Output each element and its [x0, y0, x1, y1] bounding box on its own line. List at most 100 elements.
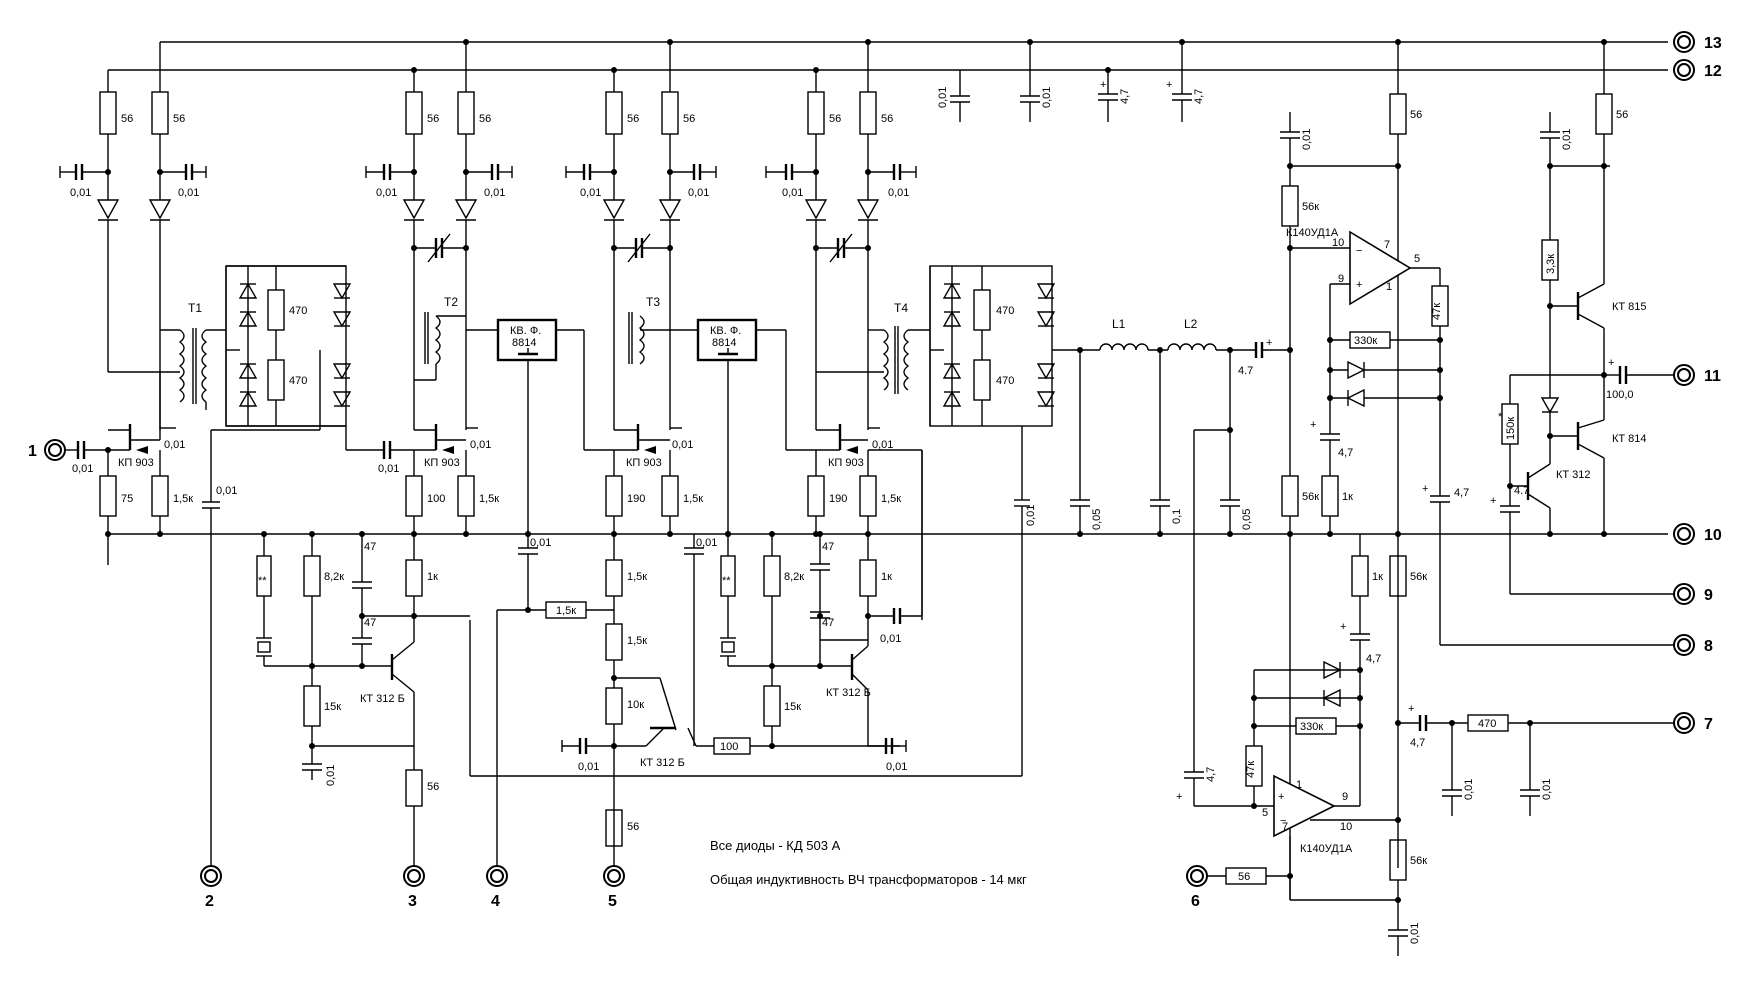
terminal-4-label: 4 [491, 893, 500, 910]
svg-text:7: 7 [1384, 239, 1390, 251]
svg-text:10: 10 [1340, 821, 1352, 833]
svg-text:КП 903: КП 903 [626, 457, 662, 469]
svg-text:−: − [1356, 245, 1362, 257]
svg-text:330к: 330к [1354, 335, 1377, 347]
terminal-10[interactable]: 10 [1673, 523, 1722, 545]
svg-text:0,01: 0,01 [782, 187, 803, 199]
resistor [267, 289, 285, 331]
svg-text:0,01: 0,01 [1025, 505, 1037, 526]
svg-text:0,01: 0,01 [70, 187, 91, 199]
note-diodes: Все диоды - КД 503 А [710, 838, 841, 853]
svg-text:10к: 10к [627, 699, 644, 711]
terminal-8[interactable]: 8 [1673, 634, 1713, 656]
svg-text:56: 56 [627, 821, 639, 833]
svg-text:470: 470 [1478, 718, 1496, 730]
oscillator-1: ** 8,2к 15к 0,01 47 47 [256, 531, 470, 866]
svg-text:T3: T3 [646, 295, 660, 309]
notes: Все диоды - КД 503 А Общая индуктивность… [710, 838, 1027, 887]
svg-text:0,01: 0,01 [1541, 779, 1553, 800]
svg-text:4,7: 4,7 [1193, 89, 1205, 104]
svg-text:4,7: 4,7 [1366, 653, 1381, 665]
resistor [405, 475, 423, 517]
power-stage: 0,01 56 3,3к КТ 815 КТ 814 [1490, 39, 1674, 595]
svg-text:0,01: 0,01 [378, 463, 399, 475]
resistor [807, 475, 825, 517]
terminal-12[interactable]: 12 [1673, 59, 1722, 81]
svg-text:4,7: 4,7 [1454, 487, 1469, 499]
svg-text:0,01: 0,01 [216, 485, 237, 497]
svg-text:56к: 56к [1302, 491, 1319, 503]
svg-text:+: + [1176, 791, 1182, 803]
svg-text:0,01: 0,01 [164, 439, 185, 451]
svg-text:3,3к: 3,3к [1545, 254, 1557, 274]
terminal-1[interactable]: 1 [28, 439, 66, 461]
svg-text:47: 47 [822, 617, 834, 629]
terminal-2[interactable]: 2 [200, 865, 222, 910]
svg-text:−: − [1280, 815, 1286, 827]
terminal-11[interactable]: 11 [1673, 364, 1721, 386]
svg-text:9: 9 [1338, 273, 1344, 285]
svg-text:0,01: 0,01 [1409, 923, 1421, 944]
svg-text:56: 56 [427, 113, 439, 125]
svg-text:4,7: 4,7 [1119, 89, 1131, 104]
svg-text:+: + [1356, 279, 1362, 291]
terminal-7[interactable]: 7 [1673, 712, 1713, 734]
terminal-9-label: 9 [1704, 587, 1713, 604]
svg-text:470: 470 [996, 375, 1014, 387]
terminal-4[interactable]: 4 [486, 865, 508, 910]
svg-text:1,5к: 1,5к [881, 493, 901, 505]
svg-text:0,01: 0,01 [178, 187, 199, 199]
svg-text:КТ 815: КТ 815 [1612, 301, 1647, 313]
svg-text:КВ. Ф.: КВ. Ф. [510, 325, 541, 337]
resistor [605, 623, 623, 661]
terminal-3[interactable]: 3 [403, 865, 425, 910]
note-inductance: Общая индуктивность ВЧ трансформаторов -… [710, 872, 1027, 887]
svg-text:10: 10 [1332, 237, 1344, 249]
svg-text:0,05: 0,05 [1091, 509, 1103, 530]
crystal-filter-1: КВ. Ф. 8814 0,01 1,5к [466, 318, 638, 866]
svg-text:0,01: 0,01 [886, 761, 907, 773]
resistor [405, 559, 423, 597]
terminal-10-label: 10 [1704, 527, 1722, 544]
svg-text:+: + [1166, 79, 1172, 91]
resistor [973, 289, 991, 331]
terminal-5[interactable]: 5 [603, 865, 625, 910]
svg-text:56к: 56к [1410, 571, 1427, 583]
svg-text:0,01: 0,01 [376, 187, 397, 199]
svg-text:56: 56 [121, 113, 133, 125]
svg-text:15к: 15к [324, 701, 341, 713]
resistor [303, 555, 321, 597]
svg-text:56: 56 [683, 113, 695, 125]
terminal-13[interactable]: 13 [1673, 31, 1722, 53]
svg-text:1,5к: 1,5к [627, 571, 647, 583]
oscillator-2: ** 8,2к 15к 47 47 КТ 312 Б [720, 450, 923, 773]
svg-text:**: ** [258, 575, 267, 587]
svg-text:47: 47 [364, 541, 376, 553]
resistor [1389, 93, 1407, 135]
svg-text:L2: L2 [1184, 317, 1198, 331]
svg-text:5: 5 [1414, 253, 1420, 265]
resistor [605, 559, 623, 597]
svg-text:56: 56 [1616, 109, 1628, 121]
svg-text:0,01: 0,01 [688, 187, 709, 199]
svg-text:1,5к: 1,5к [683, 493, 703, 505]
svg-text:КТ 312 Б: КТ 312 Б [640, 757, 685, 769]
svg-text:0,01: 0,01 [578, 761, 599, 773]
svg-text:56: 56 [627, 113, 639, 125]
terminal-9[interactable]: 9 [1673, 583, 1713, 605]
svg-text:К140УД1А: К140УД1А [1286, 227, 1339, 239]
svg-text:470: 470 [996, 305, 1014, 317]
svg-text:0,01: 0,01 [937, 87, 949, 108]
resistor [973, 359, 991, 401]
svg-text:0,01: 0,01 [1561, 129, 1573, 150]
svg-text:1: 1 [1296, 779, 1302, 791]
power-rails [108, 41, 1668, 535]
terminal-6[interactable]: 6 [1186, 865, 1208, 910]
svg-text:47к: 47к [1245, 761, 1257, 778]
resistor [763, 685, 781, 727]
opamp-1: 56 0,01 56к К140УД1А 10 9 7 5 1 − + 47к … [1280, 39, 1674, 900]
svg-text:*: * [1498, 411, 1503, 423]
resistor [457, 475, 475, 517]
svg-text:КП 903: КП 903 [118, 457, 154, 469]
